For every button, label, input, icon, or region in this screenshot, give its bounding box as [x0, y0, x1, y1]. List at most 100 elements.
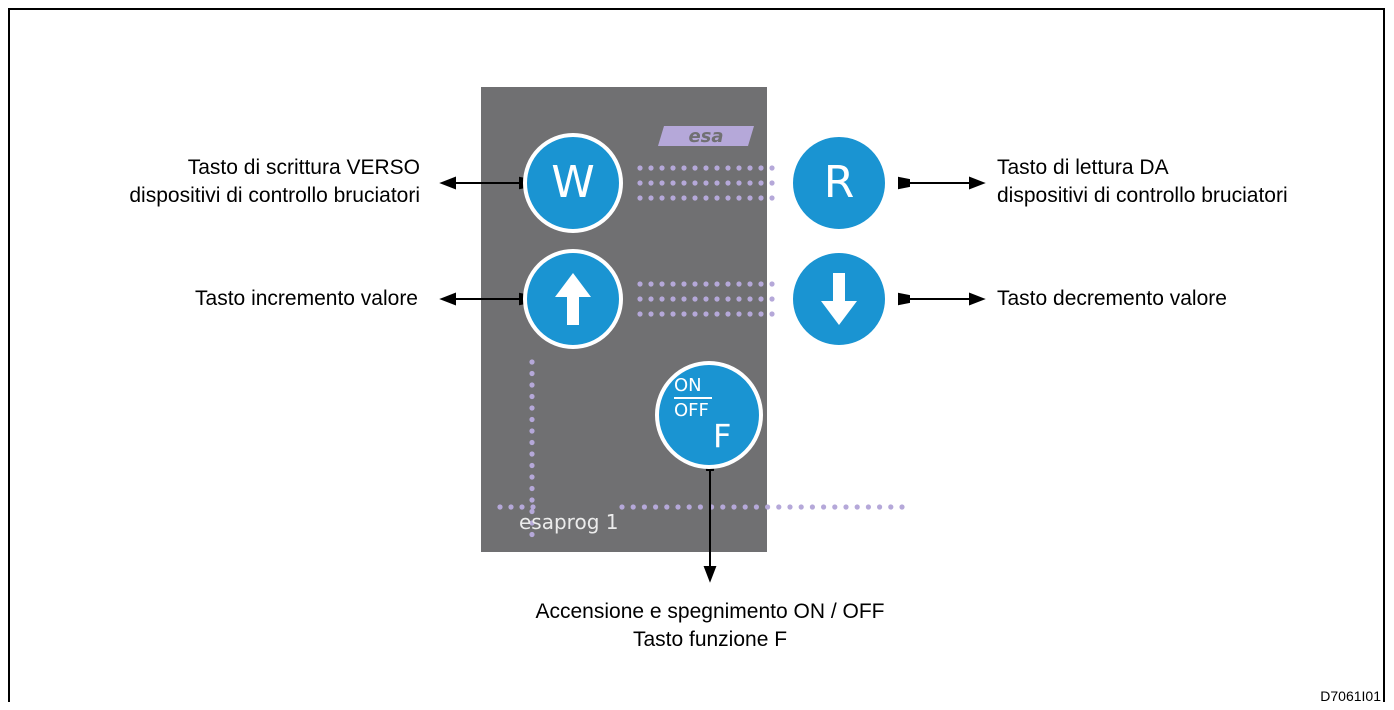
decrement-button[interactable]: [789, 249, 889, 349]
svg-text:esa: esa: [688, 126, 723, 147]
panel-dot: [648, 296, 654, 302]
panel-dot: [692, 311, 698, 317]
arrow-down-icon: [821, 273, 857, 325]
on-label: ON: [674, 375, 702, 396]
panel-dot: [736, 165, 742, 171]
panel-dot: [659, 281, 665, 287]
panel-dot: [703, 296, 709, 302]
panel-dot: [742, 504, 748, 510]
panel-dot: [736, 311, 742, 317]
panel-dot: [529, 416, 535, 423]
panel-dot: [648, 195, 654, 201]
panel-dot: [529, 451, 535, 457]
panel-dot: [769, 311, 775, 317]
panel-dot: [529, 370, 535, 377]
panel-dot: [692, 180, 698, 186]
panel-dot: [529, 359, 535, 365]
panel-dot: [854, 504, 860, 510]
panel-dot: [725, 195, 731, 201]
panel-dot: [519, 504, 525, 510]
panel-dot: [670, 311, 676, 317]
panel-dot: [769, 296, 775, 302]
panel-dot: [637, 281, 643, 287]
write-description: Tasto di scrittura VERSO dispositivi di …: [129, 154, 420, 210]
panel-dot: [619, 504, 625, 510]
panel-dot: [703, 281, 709, 287]
panel-dot: [529, 497, 535, 503]
panel-dot: [725, 165, 731, 171]
function-button[interactable]: ON OFF F: [655, 361, 763, 469]
write-description-line-2: dispositivi di controllo bruciatori: [129, 184, 420, 207]
function-description-line-2: Tasto funzione F: [632, 628, 788, 651]
arrow-up-icon: [555, 273, 591, 325]
read-description-line-1: Tasto di lettura DA: [997, 156, 1169, 179]
panel-dot: [787, 504, 793, 510]
panel-dot: [888, 504, 894, 510]
panel-dot: [725, 180, 731, 186]
panel-dot: [758, 281, 764, 287]
panel-dot: [648, 281, 654, 287]
panel-dot: [681, 195, 687, 201]
panel-dot: [637, 195, 643, 201]
panel-dot: [714, 165, 720, 171]
panel-dot: [529, 462, 535, 469]
model-label: esaprog 1: [519, 510, 619, 534]
panel-dot: [747, 281, 753, 287]
on-off-divider: [674, 397, 712, 399]
panel-dot: [776, 504, 782, 510]
panel-dot: [714, 195, 720, 201]
panel-dot: [637, 180, 643, 186]
panel-dot: [865, 504, 872, 510]
f-label: F: [713, 417, 732, 455]
panel-dot: [529, 393, 535, 400]
panel-dot: [758, 311, 764, 317]
panel-dot: [747, 195, 753, 201]
panel-dot: [497, 504, 503, 510]
panel-dot: [675, 504, 681, 510]
write-button[interactable]: W: [523, 133, 623, 233]
panel-dot: [758, 195, 764, 201]
panel-dot: [653, 504, 659, 510]
panel-dot: [686, 504, 692, 510]
panel-dot: [530, 504, 536, 510]
panel-dot: [769, 180, 775, 186]
panel-dot: [692, 281, 698, 287]
increment-button[interactable]: [523, 249, 623, 349]
panel-dot: [747, 296, 753, 302]
panel-dot: [736, 296, 742, 302]
panel-dot: [769, 195, 775, 201]
panel-dot: [809, 504, 816, 510]
panel-dot: [529, 531, 535, 538]
read-button[interactable]: R: [789, 133, 889, 233]
panel-dot: [765, 504, 771, 510]
panel-dot: [681, 180, 687, 186]
panel-dot: [899, 504, 905, 510]
panel-dot: [843, 504, 849, 510]
panel-dot: [832, 504, 838, 510]
panel-dot: [641, 504, 648, 510]
panel-dot: [670, 180, 676, 186]
panel-dot: [692, 195, 698, 201]
panel-dot: [659, 165, 665, 171]
panel-dot: [725, 281, 731, 287]
panel-dot: [714, 180, 720, 186]
panel-dot: [681, 311, 687, 317]
panel-dot: [736, 195, 742, 201]
panel-dot: [529, 439, 535, 446]
panel-dot: [637, 165, 643, 171]
esa-logo: esa: [658, 126, 754, 147]
panel-dot: [758, 165, 764, 171]
diagram-frame: [8, 8, 1385, 702]
function-description: Accensione e spegnimento ON / OFF Tasto …: [460, 598, 960, 654]
panel-dot: [769, 165, 775, 171]
panel-dot: [731, 504, 737, 510]
panel-dot: [670, 195, 676, 201]
panel-dot: [714, 281, 720, 287]
panel-dot: [769, 281, 775, 287]
panel-dot: [659, 296, 665, 302]
panel-dot: [659, 311, 665, 317]
panel-dot: [877, 504, 883, 510]
panel-dot: [747, 165, 753, 171]
panel-dot: [714, 296, 720, 302]
